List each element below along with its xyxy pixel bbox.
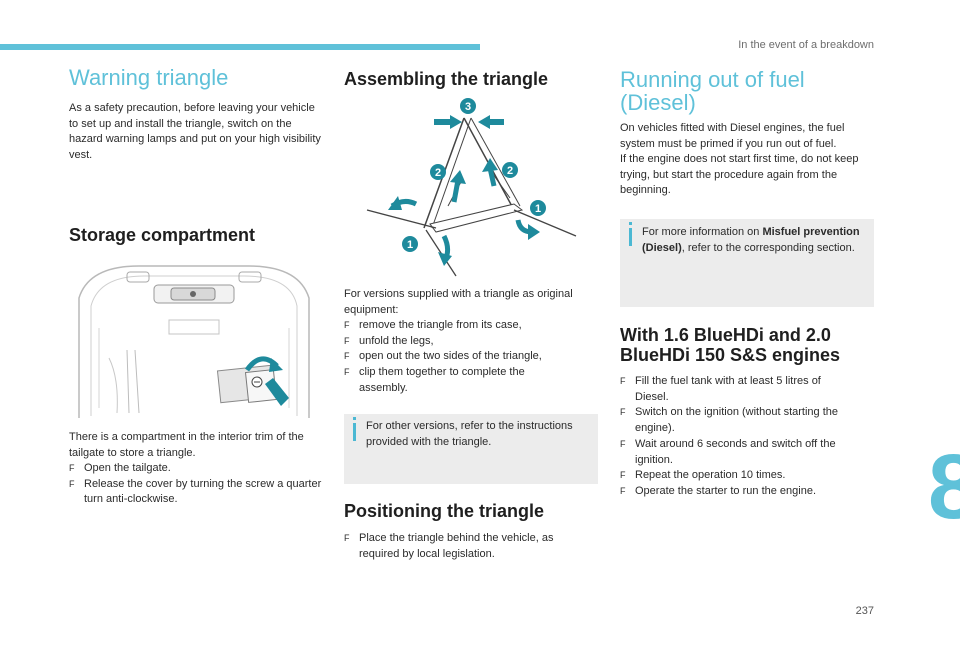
bullet-flag-icon: F [620,470,626,481]
bullet-flag-icon: F [344,351,350,362]
storage-compartment-heading: Storage compartment [69,225,256,245]
callout-3 [460,98,476,114]
bullet-flag-icon: F [344,335,350,346]
bluehdi-engines-heading: With 1.6 BlueHDi and 2.0 BlueHDi 150 S&S… [620,325,841,365]
warning-triangle-intro: As a safety precaution, before leaving y… [69,102,321,162]
svg-text:2: 2 [435,167,441,179]
running-out-of-fuel-heading: Running out of fuel (Diesel) [620,67,805,115]
callout-1-left [402,236,418,252]
bullet-flag-icon: F [620,407,626,418]
svg-text:2: 2 [507,165,513,177]
storage-compartment-text: There is a compartment in the interior t… [69,431,304,459]
chapter-tab: 8 [922,432,960,542]
section-title: In the event of a breakdown [738,39,874,51]
positioning-triangle-heading: Positioning the triangle [344,501,545,521]
bullet-flag-icon: F [620,376,626,386]
bullet-flag-icon: F [344,320,350,330]
header-accent-bar [0,44,480,50]
bullet-flag-icon: F [620,485,626,496]
svg-text:1: 1 [407,239,413,251]
other-versions-note-text: For other versions, refer to the instruc… [366,420,573,448]
page-number: 237 [855,605,874,617]
callout-2-left [430,164,446,180]
bullet-flag-icon: F [69,463,75,473]
fuel-intro-1: On vehicles fitted with Diesel engines, … [620,122,845,150]
callout-2-right [502,162,518,178]
info-icon [629,222,632,246]
info-icon [353,417,356,441]
callout-1-right [530,200,546,216]
bullet-flag-icon: F [344,533,350,543]
misfuel-prevention-note: For more information on Misfuel preventi… [620,219,874,307]
bullet-flag-icon: F [69,478,75,489]
svg-text:1: 1 [535,203,541,215]
assembling-intro: For versions supplied with a triangle as… [344,288,573,316]
svg-text:3: 3 [465,101,471,113]
triangle-assembly-illustration: 3 2 2 1 1 [366,98,577,277]
warning-triangle-heading: Warning triangle [69,65,229,90]
chapter-number: 8 [928,436,960,538]
misfuel-prevention-note-text: For more information on Misfuel preventi… [642,226,860,254]
fuel-intro-2: If the engine does not start first time,… [620,153,859,197]
assembling-triangle-heading: Assembling the triangle [344,69,549,89]
bullet-flag-icon: F [344,367,350,378]
bullet-flag-icon: F [620,438,626,449]
tailgate-compartment-illustration [69,258,319,424]
other-versions-note: For other versions, refer to the instruc… [344,414,598,484]
